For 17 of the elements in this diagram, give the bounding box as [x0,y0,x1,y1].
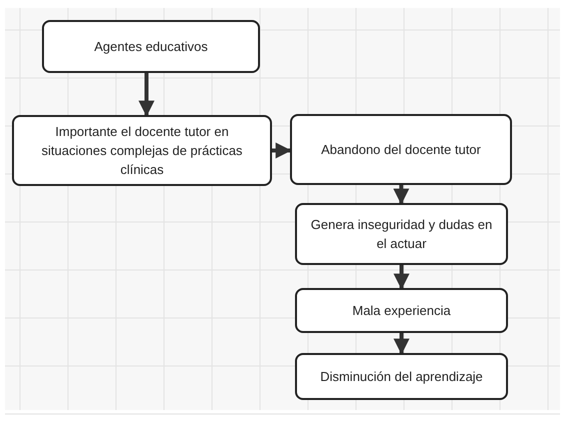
box-text: Mala experiencia [352,302,451,320]
box-text: Disminución del aprendizaje [320,368,483,386]
process-box [295,353,508,400]
arrow [138,73,154,117]
arrow [394,333,410,355]
process-box [295,203,508,265]
arrow [272,142,292,158]
process-box [295,288,508,333]
arrow [393,185,410,205]
process-box [290,114,512,185]
process-box [12,115,272,186]
box-text: Importante el docente tutor en situaciones complejas de prácticas clínicas [40,123,244,179]
arrow [394,265,410,290]
process-box [42,20,260,73]
box-text: Genera inseguridad y dudas en el actuar [310,216,494,253]
box-text: Agentes educativos [94,38,208,56]
box-text: Abandono del docente tutor [321,141,481,159]
